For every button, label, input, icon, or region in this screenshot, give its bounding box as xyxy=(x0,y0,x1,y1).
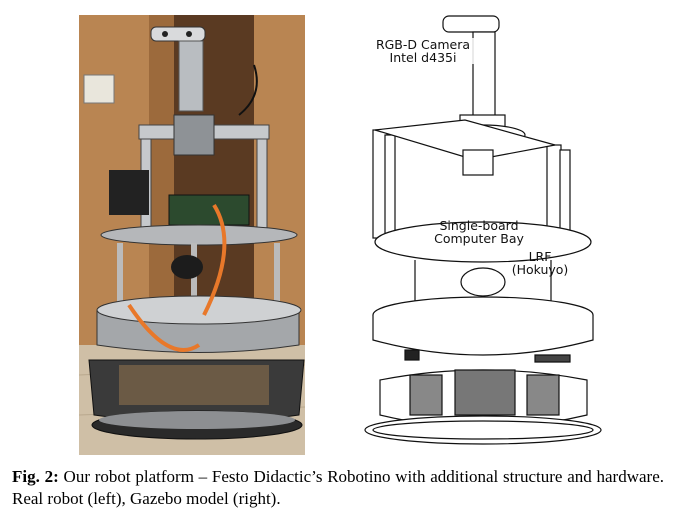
caption-label: Fig. 2: xyxy=(12,467,59,486)
gazebo-model-drawing xyxy=(364,15,602,445)
sbc-label-line1: Single-board xyxy=(439,218,519,233)
lrf-label-line1: LRF xyxy=(528,249,552,264)
camera-label: RGB-D Camera Intel d435i xyxy=(366,38,480,64)
camera-label-line2: Intel d435i xyxy=(389,50,457,65)
lrf-label-line2: (Hokuyo) xyxy=(511,262,569,277)
sbc-label-line2: Computer Bay xyxy=(434,231,524,246)
sbc-label: Single-board Computer Bay xyxy=(418,219,540,245)
figure-caption: Fig. 2: Our robot platform – Festo Didac… xyxy=(12,466,664,510)
caption-text: Our robot platform – Festo Didactic’s Ro… xyxy=(12,467,664,508)
lrf-label: LRF (Hokuyo) xyxy=(498,250,582,276)
camera-label-line1: RGB-D Camera xyxy=(375,37,471,52)
real-robot-photo xyxy=(79,15,305,455)
